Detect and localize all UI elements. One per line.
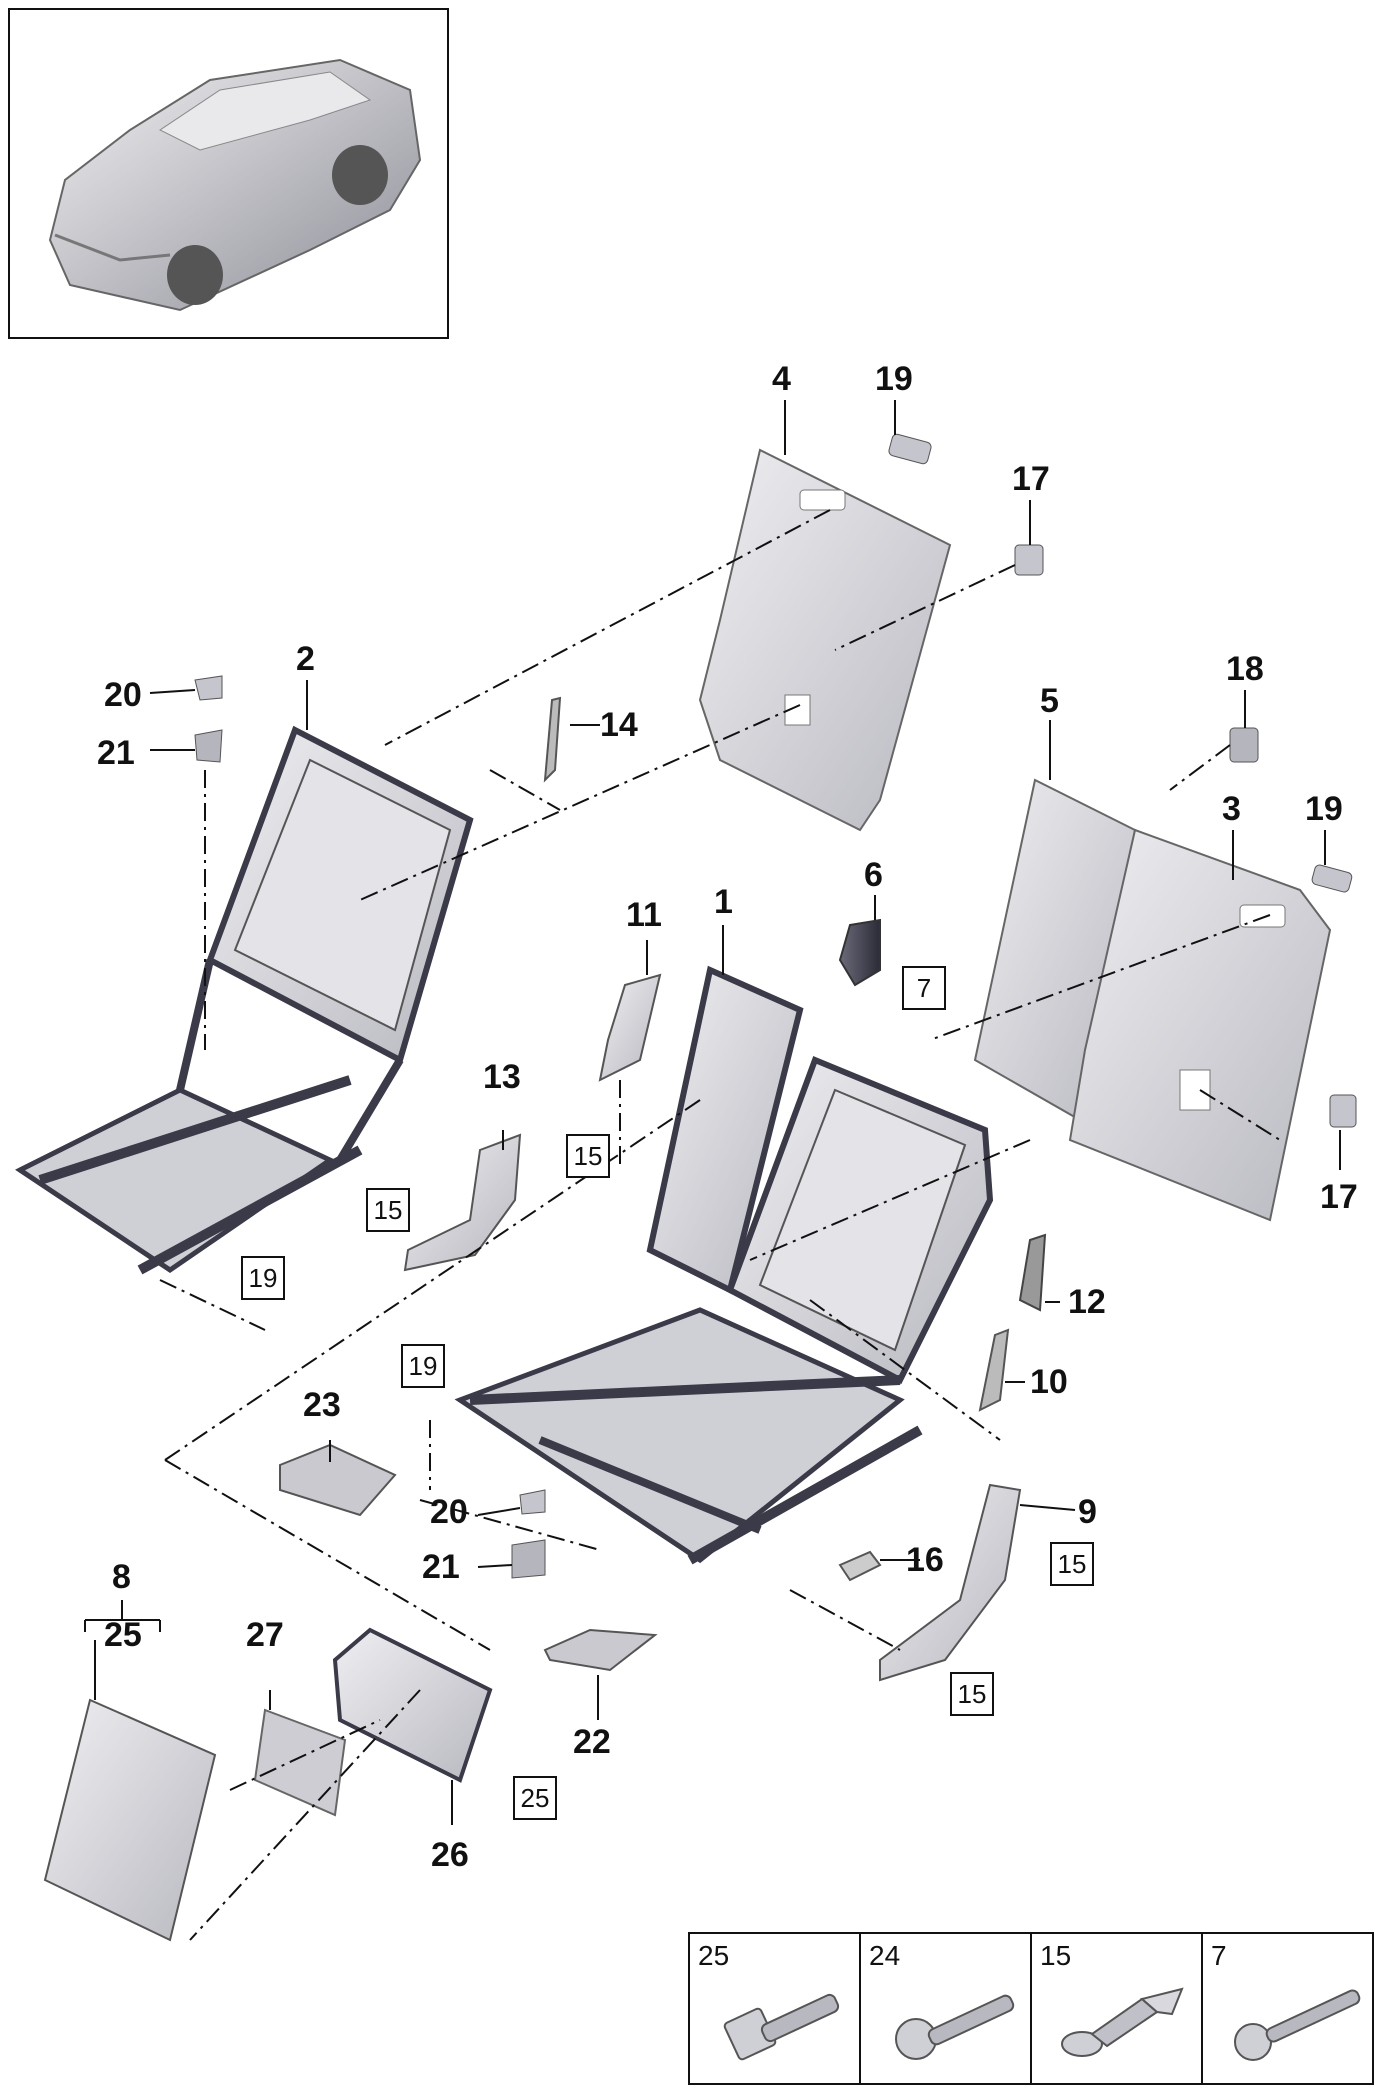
bolt-stepped-icon [895, 1994, 1015, 2060]
callout-10: 10 [1030, 1363, 1068, 1401]
vehicle-thumbnail [8, 8, 449, 339]
screw-torx-icon [1234, 1989, 1361, 2061]
callout-20-mid: 20 [430, 1493, 468, 1531]
callout-1: 1 [714, 883, 733, 921]
callout-23: 23 [303, 1386, 341, 1424]
trim-cover-13 [403, 1133, 522, 1272]
suv-car-image [48, 58, 422, 312]
cushion-8 [43, 1698, 217, 1942]
bracket-14 [543, 696, 562, 783]
callout-14: 14 [600, 706, 638, 744]
callout-21-left: 21 [97, 734, 135, 772]
legend-number: 24 [869, 1940, 901, 1971]
right-seat-frame-1 [454, 965, 994, 1565]
callout-4: 4 [772, 360, 791, 398]
part-26 [332, 1627, 493, 1783]
callout-19-right: 19 [1305, 790, 1343, 828]
clip-21-left [194, 729, 223, 763]
cover-22 [543, 1628, 658, 1672]
leader-lines [84, 400, 1341, 1825]
legend-number: 7 [1211, 1940, 1227, 1971]
legend-cell-7: 7 [1203, 1934, 1372, 2083]
boxed-ref-15-a: 15 [566, 1134, 610, 1178]
callout-26: 26 [431, 1836, 469, 1874]
cover-23 [279, 1443, 397, 1517]
legend-number: 25 [698, 1940, 730, 1971]
assembly-lines [159, 509, 1281, 1941]
clip-21-mid [511, 1539, 546, 1579]
callout-21-mid: 21 [422, 1548, 460, 1586]
legend-cell-25: 25 [690, 1934, 861, 2083]
callout-22: 22 [573, 1723, 611, 1761]
boxed-ref-19-a: 19 [241, 1256, 285, 1300]
bracket-10 [978, 1328, 1010, 1412]
clip-18 [1229, 727, 1259, 763]
clip-19-top [888, 433, 932, 465]
hinge-cover-11 [598, 973, 662, 1082]
boxed-ref-19-b: 19 [401, 1344, 445, 1388]
trim-cover-9 [879, 1483, 1022, 1682]
boxed-ref-7: 7 [902, 966, 946, 1010]
callout-8: 8 [112, 1558, 131, 1596]
callout-5: 5 [1040, 682, 1059, 720]
boxed-ref-15-d: 15 [950, 1672, 994, 1716]
callout-27: 27 [246, 1616, 284, 1654]
pad-27 [253, 1708, 347, 1817]
callout-6: 6 [864, 856, 883, 894]
callout-13: 13 [483, 1058, 521, 1096]
callout-18: 18 [1226, 650, 1264, 688]
callout-9: 9 [1078, 1493, 1097, 1531]
legend-cell-24: 24 [861, 1934, 1032, 2083]
callout-3: 3 [1222, 790, 1241, 828]
callout-11: 11 [626, 896, 662, 934]
boxed-ref-25: 25 [513, 1776, 557, 1820]
callout-17-right: 17 [1320, 1178, 1358, 1216]
bracket-12 [1018, 1233, 1047, 1312]
boxed-ref-15-c: 15 [1050, 1542, 1094, 1586]
clip-expanding-icon [1061, 1987, 1184, 2057]
left-seat-frame-2 [15, 725, 474, 1275]
legend-cell-15: 15 [1032, 1934, 1203, 2083]
legend-number: 15 [1040, 1940, 1072, 1971]
cover-16 [838, 1550, 882, 1582]
callout-12: 12 [1068, 1283, 1106, 1321]
fastener-legend: 25 24 15 7 [688, 1932, 1374, 2085]
callout-25: 25 [104, 1616, 142, 1654]
callout-17-top: 17 [1012, 460, 1050, 498]
boxed-ref-15-b: 15 [366, 1188, 410, 1232]
callout-2: 2 [296, 640, 315, 678]
bolt-flanged-icon [723, 1993, 840, 2061]
callout-16: 16 [906, 1541, 944, 1579]
clip-20-mid [519, 1489, 546, 1515]
clip-17-top [1014, 544, 1044, 576]
clip-20-left [194, 675, 223, 701]
clip-19-right [1311, 864, 1353, 893]
callout-19-top: 19 [875, 360, 913, 398]
clip-17-right [1329, 1094, 1357, 1128]
actuator-6 [838, 918, 881, 987]
callout-20-left: 20 [104, 676, 142, 714]
